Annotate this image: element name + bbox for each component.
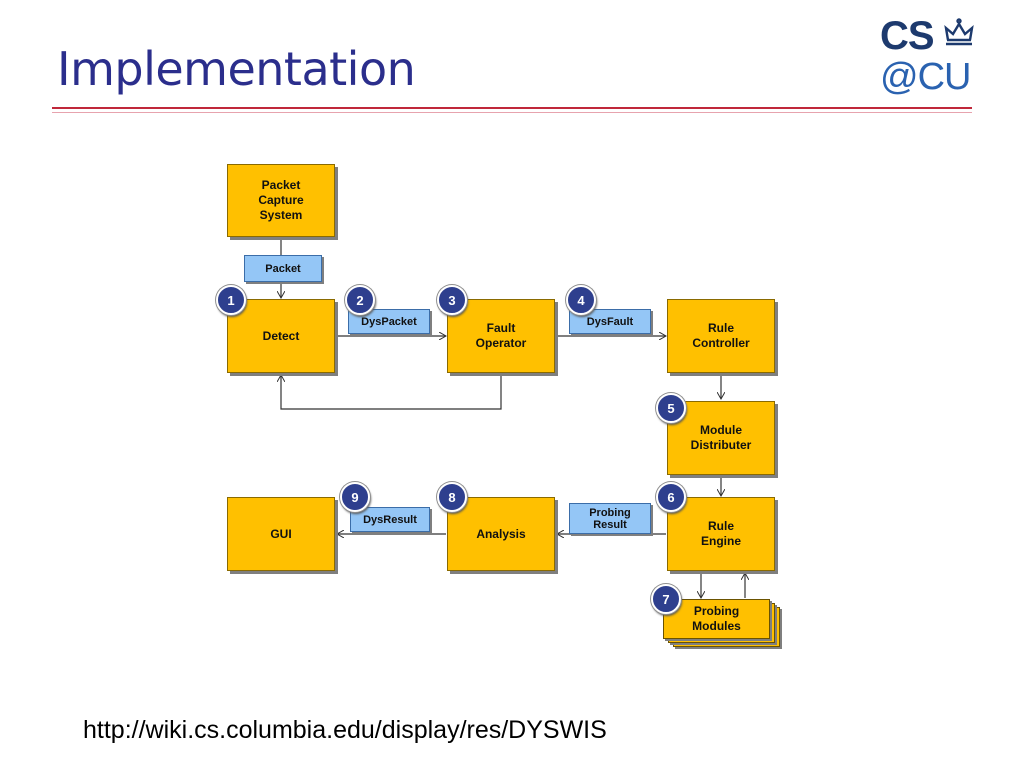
title-rule-thin [52,112,972,113]
gui-box: GUI [227,497,335,571]
dysfault-label: DysFault [569,309,651,334]
packet-capture-system-box: Packet Capture System [227,164,335,237]
detect-box: Detect [227,299,335,373]
step-6-badge: 6 [656,482,686,512]
rule-engine-box: Rule Engine [667,497,775,571]
dysresult-label: DysResult [350,507,430,532]
probing-result-label: Probing Result [569,503,651,534]
fault-operator-box: Fault Operator [447,299,555,373]
cs-columbia-logo: CS @CU [880,12,980,98]
step-2-badge: 2 [345,285,375,315]
reference-url: http://wiki.cs.columbia.edu/display/res/… [83,716,607,744]
step-3-badge: 3 [437,285,467,315]
page-title: Implementation [57,42,416,96]
step-9-badge: 9 [340,482,370,512]
step-1-badge: 1 [216,285,246,315]
rule-controller-box: Rule Controller [667,299,775,373]
logo-cs-text: CS [880,14,935,58]
crown-icon [944,18,974,46]
step-4-badge: 4 [566,285,596,315]
title-rule [52,107,972,109]
probing-modules-box: Probing Modules [663,599,770,639]
step-7-badge: 7 [651,584,681,614]
step-5-badge: 5 [656,393,686,423]
arrow-fault-back-to-detect [281,373,502,410]
step-8-badge: 8 [437,482,467,512]
analysis-box: Analysis [447,497,555,571]
logo-cu-text: @CU [880,56,971,98]
packet-label: Packet [244,255,322,282]
